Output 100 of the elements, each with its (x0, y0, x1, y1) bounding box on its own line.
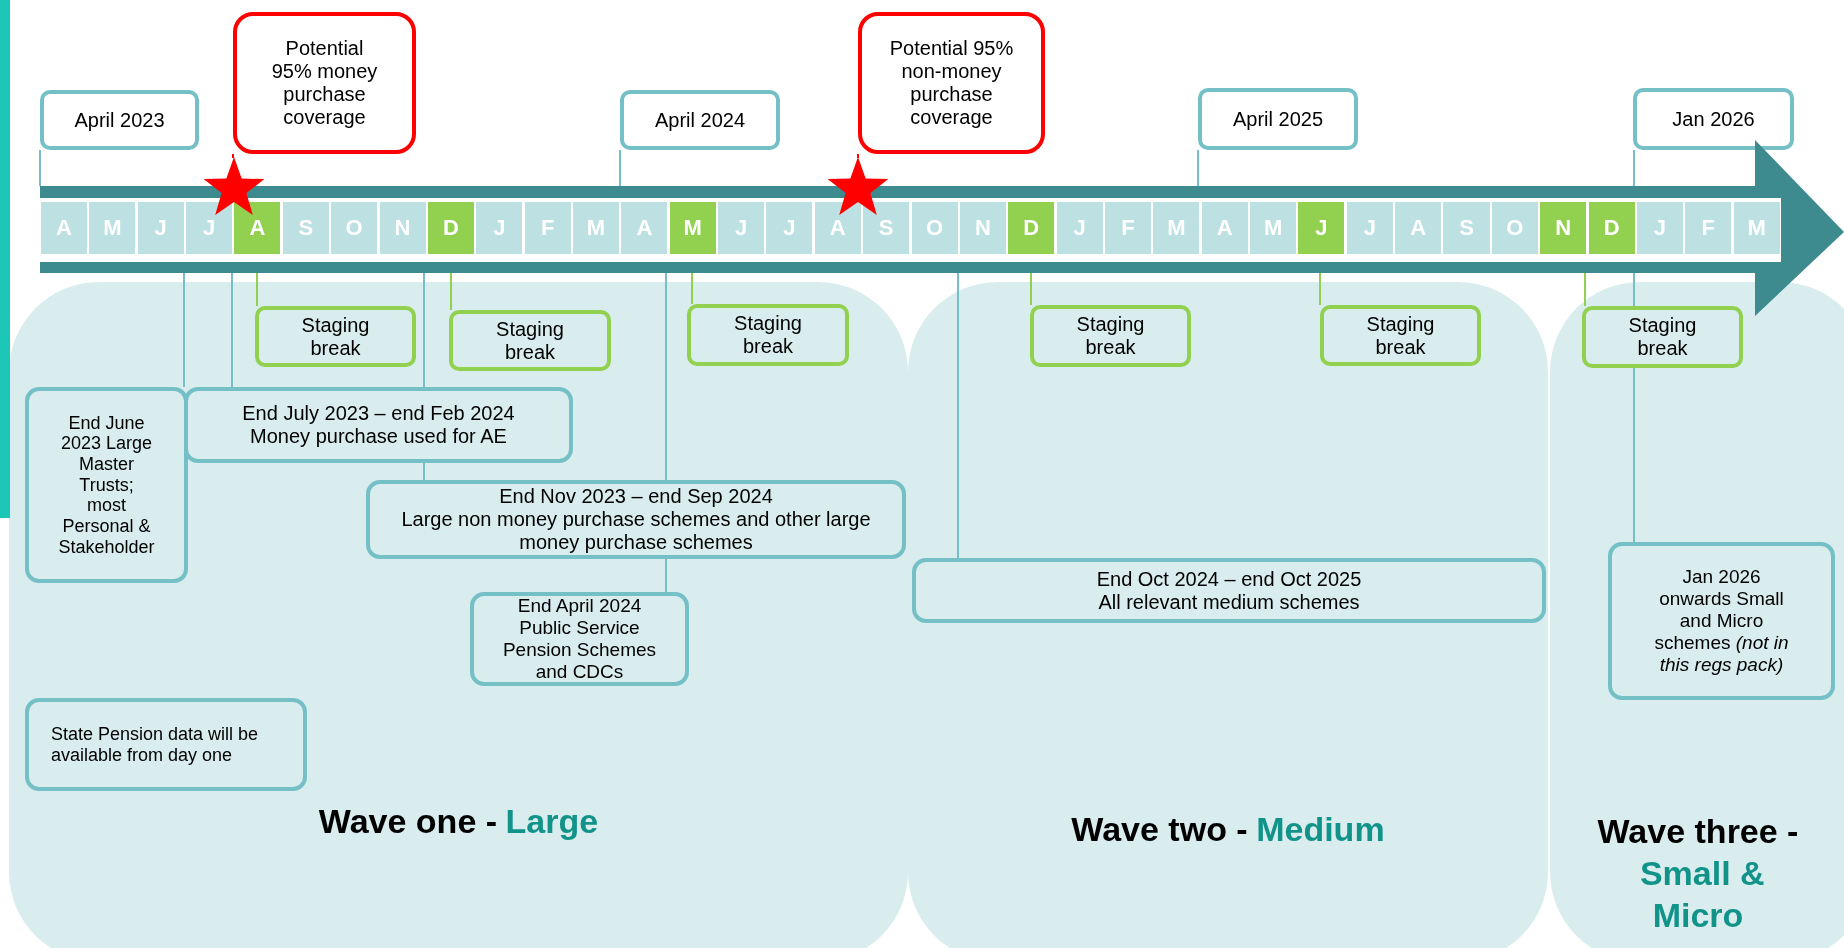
month-cell (814, 202, 861, 254)
period-label: All relevant medium schemes (1098, 590, 1360, 614)
period-box (1608, 542, 1835, 700)
month-cell (137, 202, 184, 254)
month-cell (1104, 202, 1151, 254)
month-letter: S (878, 215, 894, 241)
leader-line (183, 272, 185, 388)
month-letter: J (1653, 215, 1667, 241)
staging-break-label: Staging break (300, 313, 371, 360)
date-label: April 2023 (74, 108, 165, 132)
milestone-box (233, 12, 416, 154)
month-cell (186, 202, 233, 254)
period-box (366, 480, 906, 559)
month-cell (379, 202, 426, 254)
month-letter: M (1747, 215, 1766, 241)
milestone-box (858, 12, 1045, 154)
month-cell (621, 202, 668, 254)
period-box (470, 592, 689, 686)
month-letter: O (925, 215, 944, 241)
wave-panel (1550, 282, 1844, 948)
month-letter: D (1603, 215, 1620, 241)
month-letter: O (1506, 215, 1524, 241)
month-cell (572, 202, 619, 254)
staging-break-label: Staging break (1627, 314, 1698, 360)
month-letter: J (1073, 215, 1086, 241)
period-label: End July 2023 – end Feb 2024 (242, 402, 515, 425)
wave-size-label: Small & Micro (1639, 854, 1765, 934)
wave-title: Wave three - (1597, 812, 1799, 850)
month-cell (1733, 202, 1780, 254)
note-text: State Pension data will be available from day one (51, 723, 260, 766)
staging-break-box (687, 304, 849, 366)
month-letter: J (154, 215, 167, 241)
month-letter: M (683, 215, 702, 241)
wave-panel (9, 282, 908, 948)
period-label: End Nov 2023 – end Sep 2024 (499, 485, 773, 508)
month-letter: O (345, 215, 363, 241)
month-letter: M (586, 215, 606, 241)
month-cell (331, 202, 378, 254)
month-cell (669, 202, 716, 254)
note-box (25, 698, 307, 791)
month-cell (282, 202, 329, 254)
staging-break-box (255, 306, 416, 367)
leader-line (232, 153, 234, 159)
month-cell (1153, 202, 1200, 254)
month-letter: F (1121, 215, 1135, 241)
month-cell (1540, 202, 1587, 254)
date-label: Jan 2026 (1672, 107, 1755, 131)
staging-break-box (449, 310, 611, 371)
month-letter: N (1555, 215, 1572, 241)
date-label: April 2024 (654, 108, 746, 132)
leader-line (1633, 149, 1635, 187)
leader-line (619, 149, 621, 187)
month-cell (1588, 202, 1635, 254)
staging-break-label: Staging break (495, 317, 565, 364)
leader-line (957, 272, 959, 559)
period-label: Money purchase used for AE (250, 425, 507, 448)
period-label: Large non money purchase schemes and other large money purchase schemes (400, 508, 872, 554)
month-cell (1346, 202, 1393, 254)
wave-size-label: Large (505, 802, 599, 840)
period-box (25, 387, 188, 583)
month-letter: S (1459, 215, 1474, 241)
month-cell (1298, 202, 1345, 254)
month-letter: F (540, 215, 555, 241)
month-letter: A (636, 215, 653, 241)
month-letter: F (1701, 215, 1715, 241)
month-letter: J (783, 215, 796, 241)
month-cell (234, 202, 281, 254)
month-letter: A (1216, 215, 1233, 241)
month-letter: A (56, 215, 72, 241)
month-letter: M (1167, 215, 1186, 241)
month-cell (911, 202, 958, 254)
month-letter: D (1023, 215, 1040, 241)
month-cell (476, 202, 523, 254)
wave-title: Wave one - (318, 802, 498, 840)
month-cell (427, 202, 474, 254)
leader-line (231, 272, 233, 388)
staging-break-label: Staging break (1365, 312, 1436, 359)
period-box (912, 558, 1546, 623)
month-cell (1636, 202, 1683, 254)
month-letter: J (202, 215, 216, 241)
period-label: End June 2023 Large Master Trusts; most Personal & Stakeholder (58, 412, 155, 558)
period-box (184, 387, 573, 463)
month-cell (718, 202, 765, 254)
staging-break-label: Staging break (733, 312, 803, 358)
month-letter: J (734, 215, 748, 241)
month-cell (524, 202, 571, 254)
staging-break-label: Staging break (1075, 313, 1146, 359)
month-letter: J (1315, 215, 1328, 241)
period-label: End April 2024 Public Service Pension Schemes and CDCs (501, 595, 658, 683)
period-label: End Oct 2024 – end Oct 2025 (1096, 567, 1362, 591)
month-letter: N (394, 215, 411, 241)
date-box (40, 90, 199, 150)
month-cell (1685, 202, 1732, 254)
wave-panel (908, 282, 1548, 948)
date-box (620, 90, 780, 150)
month-cell (1491, 202, 1538, 254)
month-cell (41, 202, 88, 254)
leader-line (1197, 149, 1199, 187)
staging-break-box (1582, 306, 1743, 368)
month-letter: A (829, 215, 846, 241)
